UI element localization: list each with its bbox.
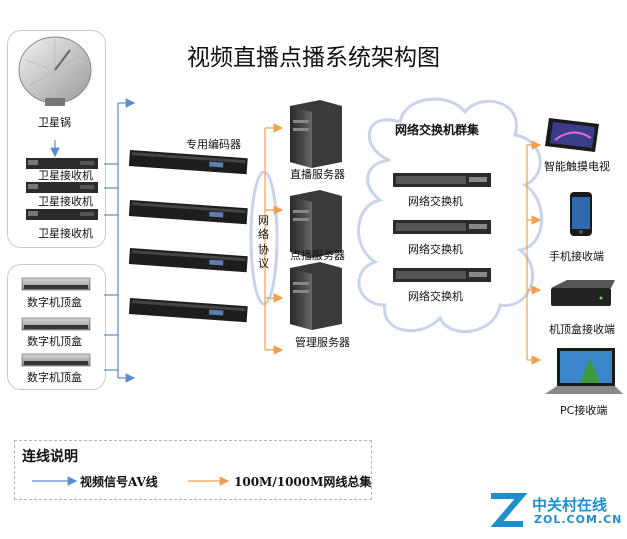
- laptop-icon: [545, 348, 623, 394]
- watermark-name: 中关村在线: [532, 496, 608, 514]
- switch-label-1: 网络交换机: [408, 195, 463, 208]
- settop-label-1: 数字机顶盒: [27, 296, 82, 309]
- phone-icon: [570, 192, 592, 236]
- terminal-label-pc: PC接收端: [560, 404, 608, 417]
- server-label-admin: 管理服务器: [295, 336, 350, 349]
- switch-icons: [393, 173, 491, 282]
- protocol-char-4: 议: [258, 257, 269, 270]
- satellite-dish-icon: [18, 36, 92, 106]
- legend-network-label: 100M/1000M网线总集: [234, 475, 372, 489]
- switch-label-2: 网络交换机: [408, 243, 463, 256]
- watermark-url: ZOL.COM.CN: [534, 513, 623, 526]
- receiver-label-1: 卫星接收机: [38, 169, 93, 182]
- settop-label-2: 数字机顶盒: [27, 335, 82, 348]
- page-title: 视频直播点播系统架构图: [187, 45, 440, 71]
- protocol-ellipse: [249, 170, 279, 306]
- legend-title: 连线说明: [22, 449, 78, 465]
- tablet-icon: [545, 118, 599, 152]
- zol-logo-icon: [487, 490, 528, 530]
- terminal-label-settop: 机顶盒接收端: [549, 323, 615, 336]
- protocol-char-1: 网: [258, 214, 269, 227]
- protocol-char-2: 络: [258, 228, 269, 241]
- receiver-label-2: 卫星接收机: [38, 195, 93, 208]
- av-lines: [104, 98, 136, 383]
- legend-box: [14, 440, 372, 500]
- settop-receiver-icon: [551, 280, 615, 306]
- switch-cluster-title: 网络交换机群集: [395, 123, 480, 137]
- protocol-to-servers-lines: [264, 123, 284, 355]
- switch-label-3: 网络交换机: [408, 290, 463, 303]
- encoder-label: 专用编码器: [186, 138, 241, 151]
- terminal-label-phone: 手机接收端: [549, 250, 604, 263]
- set-top-boxes: [21, 277, 91, 367]
- protocol-char-3: 协: [258, 243, 269, 256]
- legend-av-label: 视频信号AV线: [80, 475, 158, 489]
- server-icons: [290, 100, 342, 330]
- encoder-units: [128, 150, 248, 323]
- receiver-label-3: 卫星接收机: [38, 227, 93, 240]
- terminal-label-tv: 智能触摸电视: [544, 160, 610, 173]
- settop-label-3: 数字机顶盒: [27, 371, 82, 384]
- cloud-to-terminals-lines: [526, 140, 542, 365]
- satellite-receivers: [26, 158, 98, 220]
- server-label-vod: 点播服务器: [290, 249, 345, 262]
- satellite-dish-label: 卫星锅: [38, 116, 71, 129]
- server-label-live: 直播服务器: [290, 168, 345, 181]
